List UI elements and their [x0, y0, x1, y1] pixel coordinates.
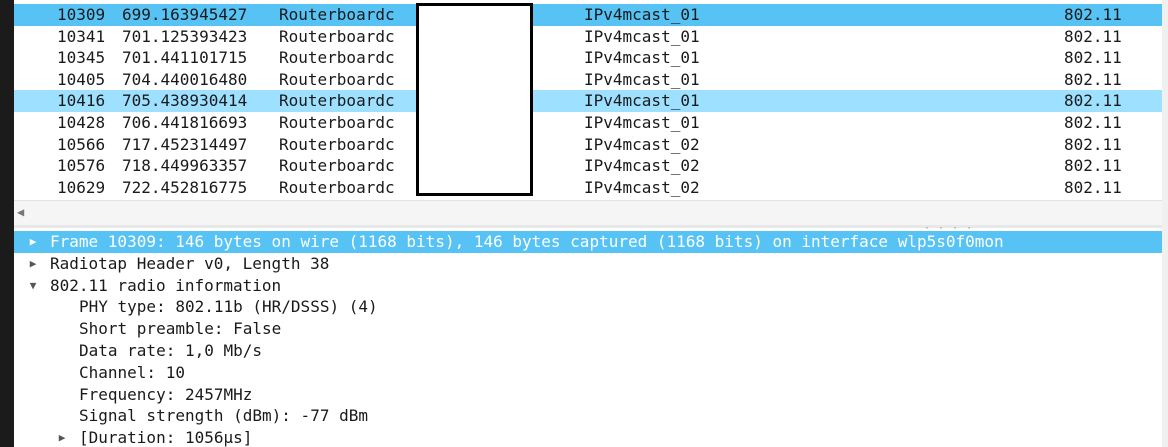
packet-protocol: 802.11	[1064, 48, 1122, 68]
packet-protocol: 802.11	[1064, 5, 1122, 24]
packet-protocol: 802.11	[1064, 177, 1122, 197]
detail-text: PHY type: 802.11b (HR/DSSS) (4)	[79, 297, 378, 317]
detail-tree-item[interactable]: Frequency: 2457MHz	[14, 384, 1168, 406]
packet-time: 718.449963357	[122, 156, 248, 176]
packet-row[interactable]: 10576 718.449963357 Routerboardc IPv4mcast_…	[14, 155, 1168, 177]
packet-time: 701.125393423	[122, 26, 248, 46]
detail-tree-item[interactable]: Signal strength (dBm): -77 dBm	[14, 405, 1168, 427]
packet-destination: IPv4mcast_01	[584, 26, 700, 46]
packet-row[interactable]: 10405 704.440016480 Routerboardc IPv4mcast_…	[14, 69, 1168, 91]
packet-number: 10345	[57, 48, 106, 68]
detail-tree-item[interactable]: Short preamble: False	[14, 318, 1168, 340]
packet-destination: IPv4mcast_01	[584, 91, 700, 111]
packet-row[interactable]: 10341 701.125393423 Routerboardc IPv4mcast_…	[14, 26, 1168, 48]
detail-tree-item[interactable]: PHY type: 802.11b (HR/DSSS) (4)	[14, 296, 1168, 318]
detail-text: 802.11 radio information	[50, 275, 282, 295]
packet-destination: IPv4mcast_01	[584, 48, 700, 68]
detail-text: Frequency: 2457MHz	[79, 384, 253, 404]
packet-source: Routerboardc	[279, 48, 395, 68]
packet-source: Routerboardc	[279, 177, 395, 197]
detail-text: Data rate: 1,0 Mb/s	[79, 341, 263, 360]
collapsed-arrow-icon[interactable]: ▶	[29, 235, 37, 248]
packet-protocol: 802.11	[1064, 26, 1122, 46]
packet-number: 10341	[57, 26, 106, 46]
packet-destination: IPv4mcast_01	[584, 5, 700, 24]
packet-row[interactable]: 10428 706.441816693 Routerboardc IPv4mcast_…	[14, 112, 1168, 134]
packet-number: 10629	[57, 177, 106, 197]
packet-protocol: 802.11	[1064, 91, 1122, 111]
packet-number: 10309	[57, 5, 106, 24]
packet-time: 701.441101715	[122, 48, 248, 68]
vertical-scrollbar[interactable]	[1162, 0, 1168, 447]
packet-number: 10566	[57, 134, 106, 154]
detail-tree-item[interactable]: ▼ 802.11 radio information	[14, 275, 1168, 297]
packet-time: 699.163945427	[122, 5, 248, 24]
packet-protocol: 802.11	[1064, 134, 1122, 154]
packet-time: 706.441816693	[122, 113, 248, 132]
scroll-left-icon[interactable]: ◀	[17, 205, 25, 219]
packet-row[interactable]: 10566 717.452314497 Routerboardc IPv4mcast_…	[14, 134, 1168, 156]
packet-number: 10405	[57, 69, 106, 89]
packet-protocol: 802.11	[1064, 69, 1122, 89]
collapsed-arrow-icon[interactable]: ▶	[58, 431, 66, 445]
detail-text: Frame 10309: 146 bytes on wire (1168 bit…	[50, 232, 1004, 251]
packet-row[interactable]: 10345 701.441101715 Routerboardc IPv4mcast_…	[14, 47, 1168, 69]
packet-source: Routerboardc	[279, 113, 395, 132]
packet-time: 722.452816775	[122, 177, 248, 197]
packet-destination: IPv4mcast_02	[584, 134, 700, 154]
packet-number: 10428	[57, 113, 106, 132]
packet-source: Routerboardc	[279, 91, 395, 111]
pane-splitter[interactable]	[14, 225, 1168, 228]
detail-tree-item[interactable]: ▶ Radiotap Header v0, Length 38	[14, 253, 1168, 275]
detail-text: Short preamble: False	[79, 319, 282, 339]
detail-text: [Duration: 1056μs]	[79, 428, 253, 447]
packet-number: 10576	[57, 156, 106, 176]
detail-tree-item[interactable]: Channel: 10	[14, 362, 1168, 384]
packet-source: Routerboardc	[279, 26, 395, 46]
packet-details-tree[interactable]: ▶ Frame 10309: 146 bytes on wire (1168 bi…	[14, 228, 1168, 447]
packet-time: 717.452314497	[122, 134, 248, 154]
packet-source: Routerboardc	[279, 69, 395, 89]
detail-text: Radiotap Header v0, Length 38	[50, 253, 330, 273]
packet-number: 10416	[57, 91, 106, 111]
packet-destination: IPv4mcast_01	[584, 113, 700, 132]
collapsed-arrow-icon[interactable]: ▶	[29, 256, 37, 270]
packet-row[interactable]: 10309 699.163945427 Routerboardc IPv4mcast_…	[14, 4, 1168, 26]
packet-destination: IPv4mcast_02	[584, 156, 700, 176]
packet-protocol: 802.11	[1064, 156, 1122, 176]
splitter-grip-icon[interactable]: · · · ·	[924, 223, 974, 234]
packet-protocol: 802.11	[1064, 113, 1122, 132]
packet-time: 705.438930414	[122, 91, 248, 111]
detail-tree-item[interactable]: ▶ Frame 10309: 146 bytes on wire (1168 bi…	[14, 231, 1168, 253]
packet-destination: IPv4mcast_02	[584, 177, 700, 197]
detail-tree-item[interactable]: Data rate: 1,0 Mb/s	[14, 340, 1168, 362]
packet-source: Routerboardc	[279, 5, 395, 24]
expanded-arrow-icon[interactable]: ▼	[29, 278, 37, 292]
detail-text: Channel: 10	[79, 362, 185, 382]
packet-row[interactable]: 10416 705.438930414 Routerboardc IPv4mcast_…	[14, 90, 1168, 112]
packet-source: Routerboardc	[279, 134, 395, 154]
redaction-box	[416, 3, 533, 196]
packet-source: Routerboardc	[279, 156, 395, 176]
detail-text: Signal strength (dBm): -77 dBm	[79, 406, 368, 426]
packet-list-horizontal-scrollbar[interactable]: ◀	[14, 200, 1168, 226]
detail-tree-item[interactable]: ▶ [Duration: 1056μs]	[14, 427, 1168, 447]
packet-time: 704.440016480	[122, 69, 248, 89]
packet-row[interactable]: 10629 722.452816775 Routerboardc IPv4mcast_…	[14, 177, 1168, 198]
packet-destination: IPv4mcast_01	[584, 69, 700, 89]
